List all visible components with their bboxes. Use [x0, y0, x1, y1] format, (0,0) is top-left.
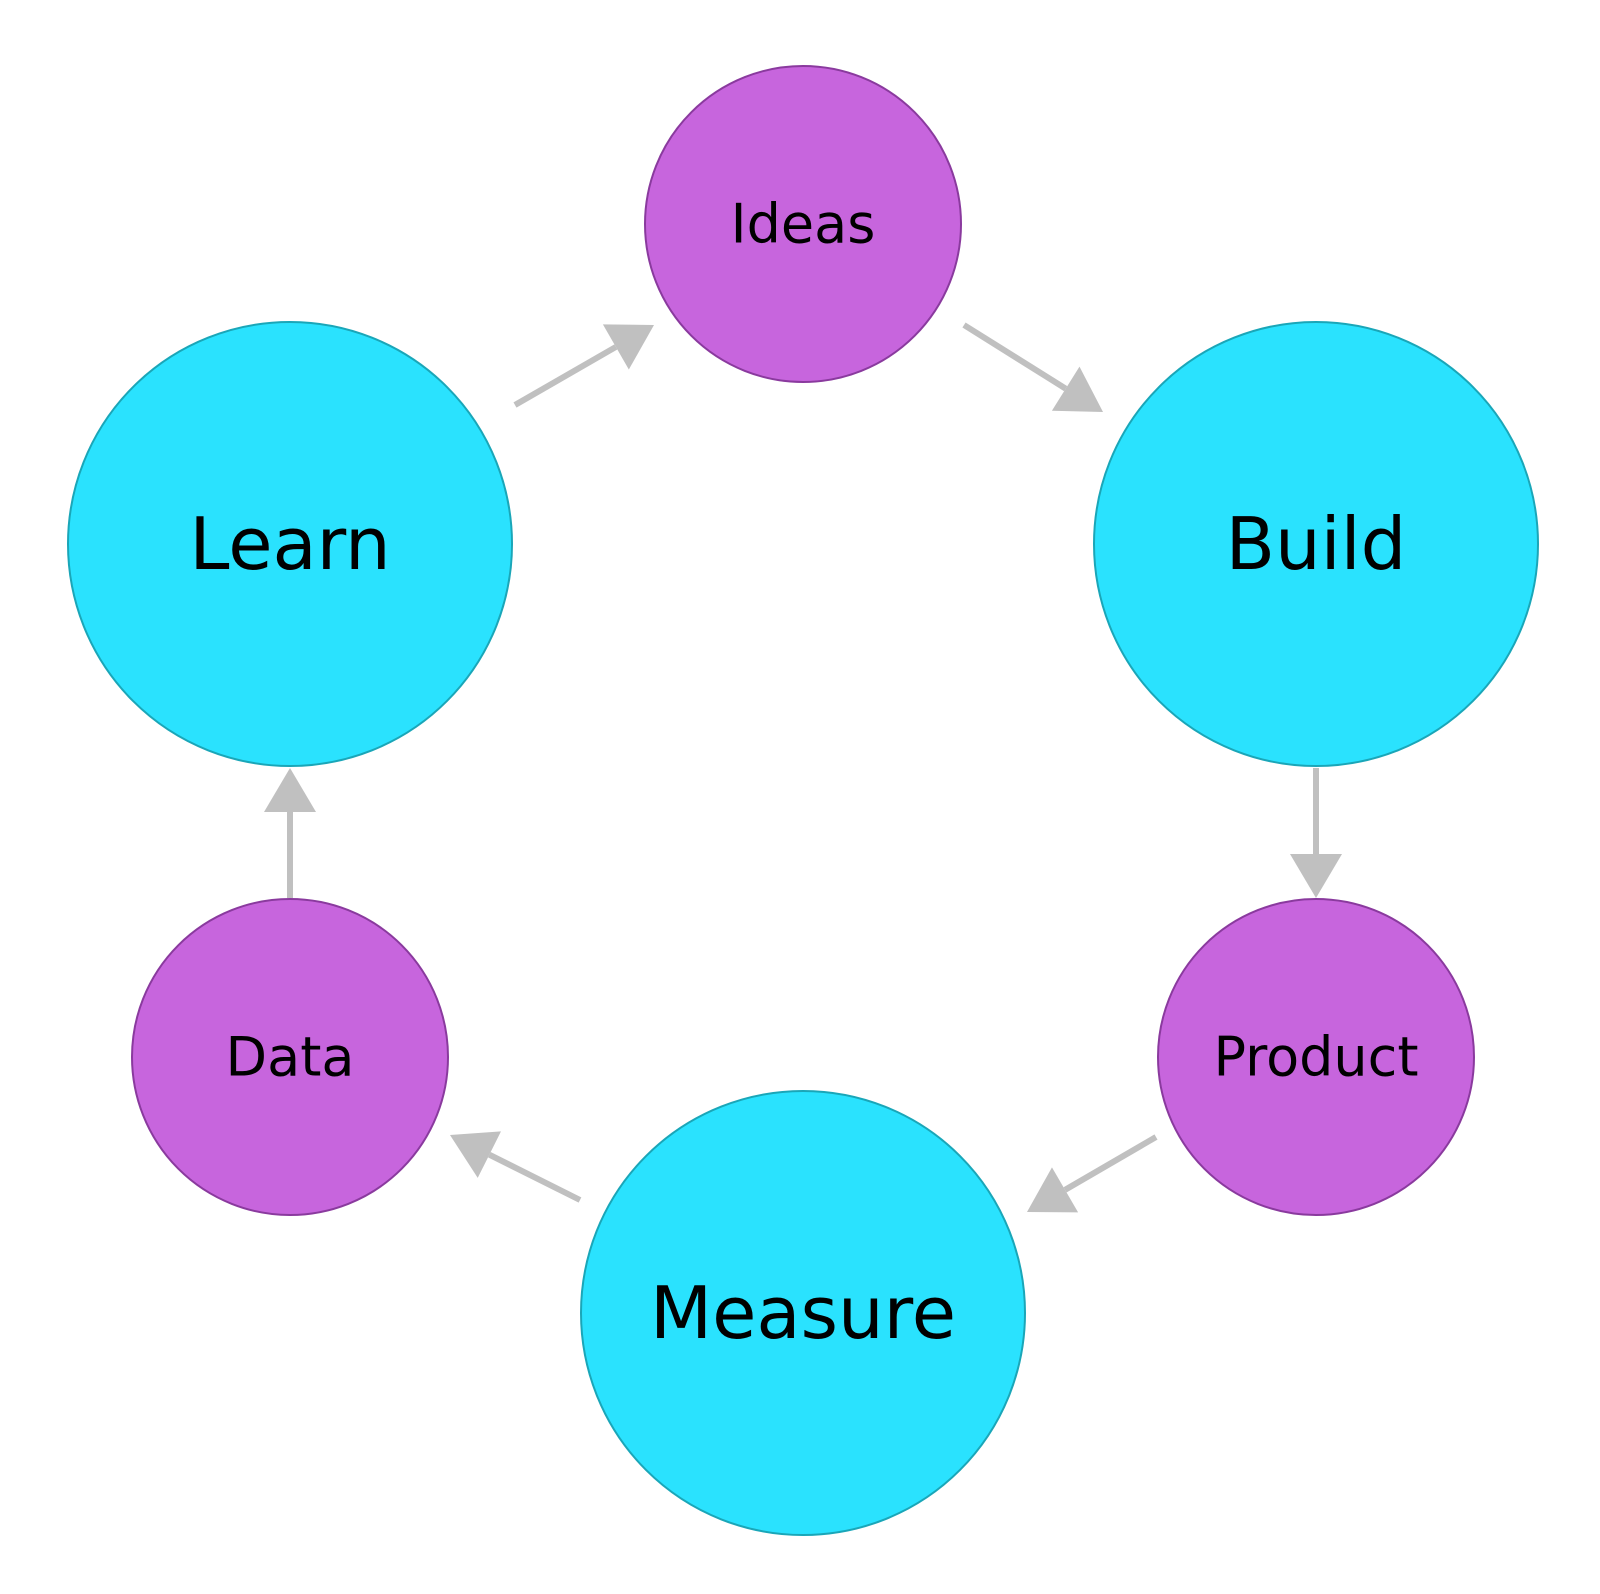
arrow-head	[1027, 1167, 1079, 1213]
arrow-learn-to-ideas	[513, 324, 654, 408]
arrow-shaft	[1063, 1134, 1158, 1193]
arrow-shaft	[513, 344, 618, 408]
node-ideas-label: Ideas	[731, 193, 876, 256]
node-learn: Learn	[67, 321, 513, 767]
arrow-head	[264, 768, 316, 812]
node-measure-label: Measure	[650, 1271, 956, 1355]
arrow-head	[602, 324, 654, 370]
node-build-circle	[1093, 321, 1539, 767]
arrow-head	[1051, 366, 1103, 412]
node-learn-label: Learn	[189, 502, 390, 586]
arrow-product-to-measure	[1027, 1134, 1158, 1213]
node-build: Build	[1093, 321, 1539, 767]
node-data: Data	[131, 898, 449, 1216]
arrow-head	[1290, 854, 1342, 898]
node-build-label: Build	[1226, 502, 1407, 586]
arrow-shaft	[962, 322, 1068, 392]
node-ideas: Ideas	[644, 65, 962, 383]
node-product-circle	[1157, 898, 1475, 1216]
node-data-label: Data	[226, 1026, 355, 1089]
arrow-measure-to-data	[450, 1131, 582, 1203]
node-measure: Measure	[580, 1090, 1026, 1536]
node-ideas-circle	[644, 65, 962, 383]
edges-layer	[264, 322, 1342, 1213]
node-measure-circle	[580, 1090, 1026, 1536]
arrow-shaft	[488, 1151, 582, 1203]
node-learn-circle	[67, 321, 513, 767]
arrow-ideas-to-build	[962, 322, 1103, 412]
node-product-label: Product	[1213, 1026, 1418, 1089]
arrow-build-to-product	[1290, 768, 1342, 898]
arrow-head	[450, 1131, 501, 1178]
node-product: Product	[1157, 898, 1475, 1216]
arrow-data-to-learn	[264, 768, 316, 898]
node-data-circle	[131, 898, 449, 1216]
